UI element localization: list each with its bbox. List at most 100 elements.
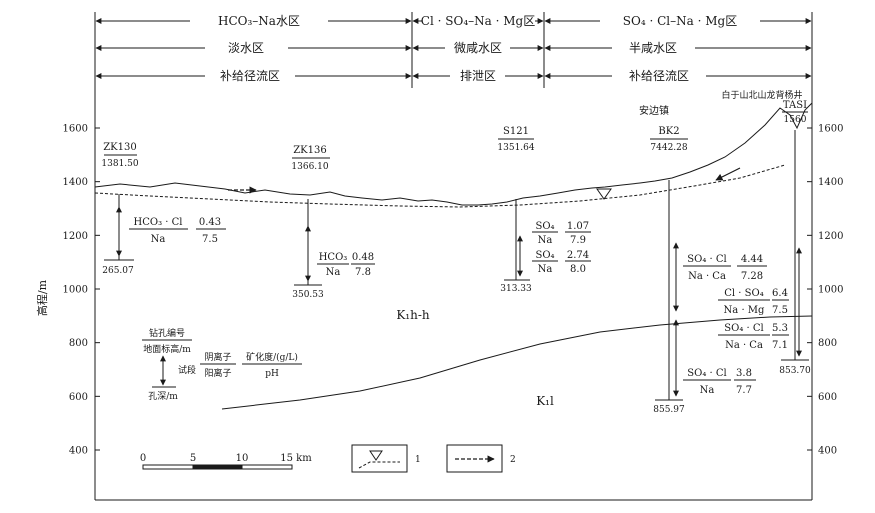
formation-upper: K₁h-h bbox=[396, 308, 430, 322]
scale-bar: 0 5 10 15 km bbox=[140, 453, 312, 470]
right-axis-tick-label: 1600 bbox=[818, 124, 843, 135]
formation-boundary bbox=[221, 315, 813, 410]
scale-label-5: 5 bbox=[190, 453, 196, 464]
left-axis-tick-label: 800 bbox=[69, 338, 88, 349]
hydrochem-record: SO₄ · Cl Na 3.8 7.7 bbox=[683, 368, 756, 396]
hydrochem-record: HCO₃ Na 0.48 7.8 bbox=[317, 252, 375, 278]
ph: 7.28 bbox=[741, 271, 763, 282]
borehole-depth: 350.53 bbox=[292, 290, 324, 300]
ph: 7.9 bbox=[570, 235, 586, 246]
left-axis-tick-label: 1200 bbox=[63, 231, 88, 242]
key-ph: pH bbox=[265, 369, 279, 379]
borehole-tasi: TASI 1560 853.70 Cl · SO₄ Na · Mg 6.4 7.… bbox=[718, 100, 811, 376]
tds: 2.74 bbox=[567, 250, 589, 261]
hydrochem-record: HCO₃ · Cl Na 0.43 7.5 bbox=[129, 217, 226, 245]
borehole-depth: 855.97 bbox=[653, 405, 685, 415]
left-axis-tick-label: 1600 bbox=[63, 124, 88, 135]
key-test-section: 试段 bbox=[178, 364, 196, 376]
legend-label-2: 2 bbox=[510, 455, 516, 465]
left-axis-tick-label: 600 bbox=[69, 392, 88, 403]
borehole-depth: 265.07 bbox=[102, 266, 134, 276]
ground-surface bbox=[94, 102, 813, 206]
cation: Na bbox=[538, 235, 553, 246]
borehole-elevation: 1351.64 bbox=[497, 143, 534, 153]
borehole-zk136: ZK136 1366.10 350.53 HCO₃ Na 0.48 7.8 bbox=[291, 145, 375, 300]
ph: 7.5 bbox=[202, 234, 218, 245]
left-axis-tick-label: 400 bbox=[69, 446, 88, 457]
place-baiyu: 白于山北山龙背杨井 bbox=[721, 89, 802, 101]
cation: Na bbox=[326, 267, 341, 278]
borehole-name: S121 bbox=[503, 126, 529, 137]
key-cation: 阳离子 bbox=[204, 367, 231, 379]
water-level-symbol bbox=[596, 188, 612, 200]
zone-row1-c: SO₄ · Cl–Na · Mg区 bbox=[623, 14, 737, 28]
hydrochem-record: SO₄ · Cl Na · Ca 5.3 7.1 bbox=[718, 323, 789, 351]
anion: HCO₃ bbox=[319, 252, 348, 263]
ph: 7.1 bbox=[772, 340, 788, 351]
right-axis-tick-label: 1200 bbox=[818, 231, 843, 242]
zone-row3-a: 补给径流区 bbox=[220, 69, 280, 83]
borehole-elevation: 1560 bbox=[784, 115, 807, 125]
anion: SO₄ bbox=[535, 221, 554, 232]
right-axis-tick-label: 1400 bbox=[818, 177, 843, 188]
right-axis-tick-label: 800 bbox=[818, 338, 837, 349]
water-table bbox=[94, 164, 786, 208]
zone-header bbox=[94, 12, 813, 88]
flow-arrow-right bbox=[715, 167, 741, 181]
borehole-name: ZK130 bbox=[103, 142, 137, 153]
borehole-s121: S121 1351.64 313.33 SO₄ Na 1.07 7.9 SO₄ … bbox=[497, 126, 591, 294]
zone-labels: HCO₃–Na水区 Cl · SO₄–Na · Mg区 SO₄ · Cl–Na … bbox=[218, 14, 737, 83]
frame bbox=[94, 88, 813, 501]
borehole-zk130: ZK130 1381.50 265.07 HCO₃ · Cl Na 0.43 7… bbox=[101, 142, 226, 276]
hydrochem-record: SO₄ Na 1.07 7.9 bbox=[532, 221, 591, 246]
zone-row1-a: HCO₃–Na水区 bbox=[218, 14, 300, 28]
left-axis-tick-label: 1400 bbox=[63, 177, 88, 188]
right-axis-tick-label: 600 bbox=[818, 392, 837, 403]
left-axis-tick-label: 1000 bbox=[63, 285, 88, 296]
ph: 8.0 bbox=[570, 264, 586, 275]
borehole-bk2: BK2 7442.28 855.97 SO₄ · Cl Na · Ca 4.44… bbox=[650, 126, 767, 415]
tds: 3.8 bbox=[736, 368, 752, 379]
legend-water-table: 1 bbox=[351, 444, 421, 473]
cation: Na · Mg bbox=[724, 305, 765, 316]
borehole-name: TASI bbox=[783, 100, 807, 111]
ph: 7.8 bbox=[355, 267, 371, 278]
borehole-depth: 313.33 bbox=[500, 284, 532, 294]
key-anion: 阴离子 bbox=[204, 351, 231, 363]
scale-label-10: 10 bbox=[236, 453, 249, 464]
anion: SO₄ · Cl bbox=[687, 254, 726, 265]
zone-row2-a: 淡水区 bbox=[228, 41, 264, 55]
explanation-key: 钻孔编号 地面标高/m 试段 孔深/m 阴离子 阳离子 矿化度/(g/L) pH bbox=[142, 327, 302, 402]
borehole-elevation: 1366.10 bbox=[291, 162, 328, 172]
tds: 0.43 bbox=[199, 217, 221, 228]
cation: Na bbox=[151, 234, 166, 245]
legend-label-1: 1 bbox=[415, 455, 421, 465]
hydrochem-record: Cl · SO₄ Na · Mg 6.4 7.5 bbox=[718, 288, 789, 316]
anion: SO₄ · Cl bbox=[687, 368, 726, 379]
borehole-elevation: 1381.50 bbox=[101, 159, 138, 169]
zone-row2-b: 微咸水区 bbox=[454, 41, 502, 55]
cation: Na bbox=[700, 385, 715, 396]
key-ground-elevation: 地面标高/m bbox=[143, 343, 191, 355]
scale-label-0: 0 bbox=[140, 453, 146, 464]
left-axis-ticks: 1600 1400 1200 1000 800 600 400 bbox=[63, 124, 100, 457]
right-axis-tick-label: 400 bbox=[818, 446, 837, 457]
zone-row3-c: 补给径流区 bbox=[629, 69, 689, 83]
tds: 5.3 bbox=[772, 323, 788, 334]
zone-row2-c: 半咸水区 bbox=[629, 41, 677, 55]
tds: 6.4 bbox=[772, 288, 788, 299]
hydrochem-record: SO₄ Na 2.74 8.0 bbox=[532, 250, 591, 275]
formation-lower: K₁l bbox=[536, 394, 554, 408]
cation: Na bbox=[538, 264, 553, 275]
borehole-depth: 853.70 bbox=[779, 366, 811, 376]
tds: 4.44 bbox=[741, 254, 763, 265]
cation: Na · Ca bbox=[725, 340, 763, 351]
y-axis-label: 高程/m bbox=[35, 279, 49, 316]
anion: SO₄ · Cl bbox=[724, 323, 763, 334]
legend-flow-direction: 2 bbox=[446, 444, 516, 473]
borehole-elevation: 7442.28 bbox=[650, 143, 687, 153]
borehole-name: ZK136 bbox=[293, 145, 327, 156]
anion: Cl · SO₄ bbox=[724, 288, 763, 299]
